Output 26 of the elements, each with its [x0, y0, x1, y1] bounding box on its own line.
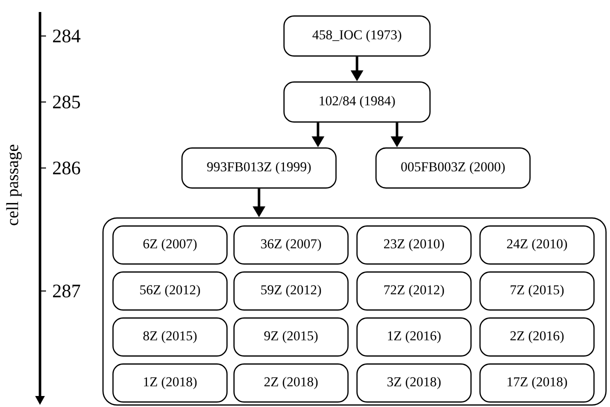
tick-label: 287	[53, 284, 80, 298]
group-box	[102, 217, 607, 406]
cell-box: 72Z (2012)	[356, 271, 472, 311]
cell-box: 1Z (2018)	[112, 363, 228, 403]
tick-label: 286	[53, 162, 80, 174]
cell-box: 9Z (2015)	[233, 317, 349, 357]
cell-box: 2Z (2016)	[479, 317, 595, 357]
cell-box: 56Z (2012)	[112, 271, 228, 311]
cell-box: 3Z (2018)	[356, 363, 472, 403]
cell-box: 24Z (2010)	[479, 225, 595, 265]
cell-box: 59Z (2012)	[233, 271, 349, 311]
cell-box: 36Z (2007)	[233, 225, 349, 265]
cell-box: 6Z (2007)	[112, 225, 228, 265]
cell-box: 23Z (2010)	[356, 225, 472, 265]
sample-box: 458_IOC (1973)	[283, 15, 431, 57]
cell-box: 1Z (2016)	[356, 317, 472, 357]
sample-box: 005FB003Z (2000)	[375, 147, 531, 189]
sample-box: 102/84 (1984)	[283, 81, 431, 123]
cell-box: 2Z (2018)	[233, 363, 349, 403]
sample-box: 993FB013Z (1999)	[181, 147, 337, 189]
axis-title: cell passage	[6, 144, 22, 226]
cell-box: 7Z (2015)	[479, 271, 595, 311]
cell-box: 17Z (2018)	[479, 363, 595, 403]
tick-label: 285	[53, 96, 80, 108]
cell-box: 8Z (2015)	[112, 317, 228, 357]
tick-label: 284	[53, 30, 80, 42]
